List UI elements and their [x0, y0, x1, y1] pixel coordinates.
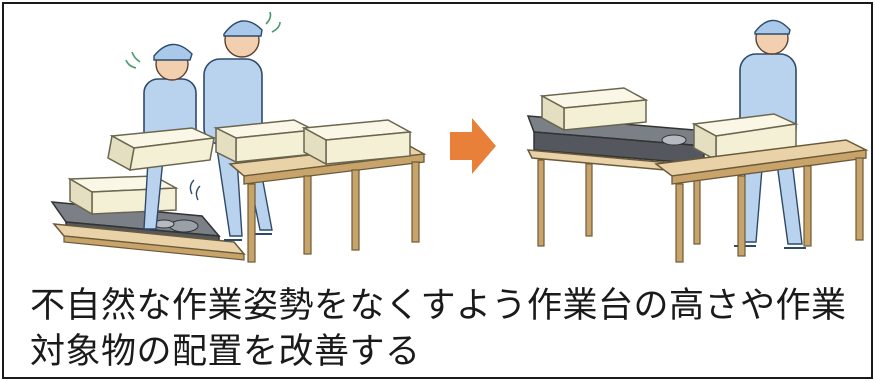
- low-conveyor: [50, 201, 246, 261]
- right-arrow-icon: [450, 118, 496, 174]
- box-on-raised-conveyor: [539, 87, 649, 132]
- caption-line-1: 不自然な作業姿勢をなくすよう作業台の高さや作業: [30, 286, 847, 326]
- improved-posture-scene: [526, 19, 869, 263]
- caption-line-2: 対象物の配置を改善する: [30, 332, 421, 372]
- caption-text: 不自然な作業姿勢をなくすよう作業台の高さや作業 対象物の配置を改善する: [30, 283, 860, 375]
- box-carried: [107, 127, 217, 172]
- illustration: [50, 11, 869, 263]
- bad-posture-scene: [50, 11, 427, 263]
- adjusted-table: [654, 139, 869, 263]
- boxes-on-table: [213, 119, 413, 166]
